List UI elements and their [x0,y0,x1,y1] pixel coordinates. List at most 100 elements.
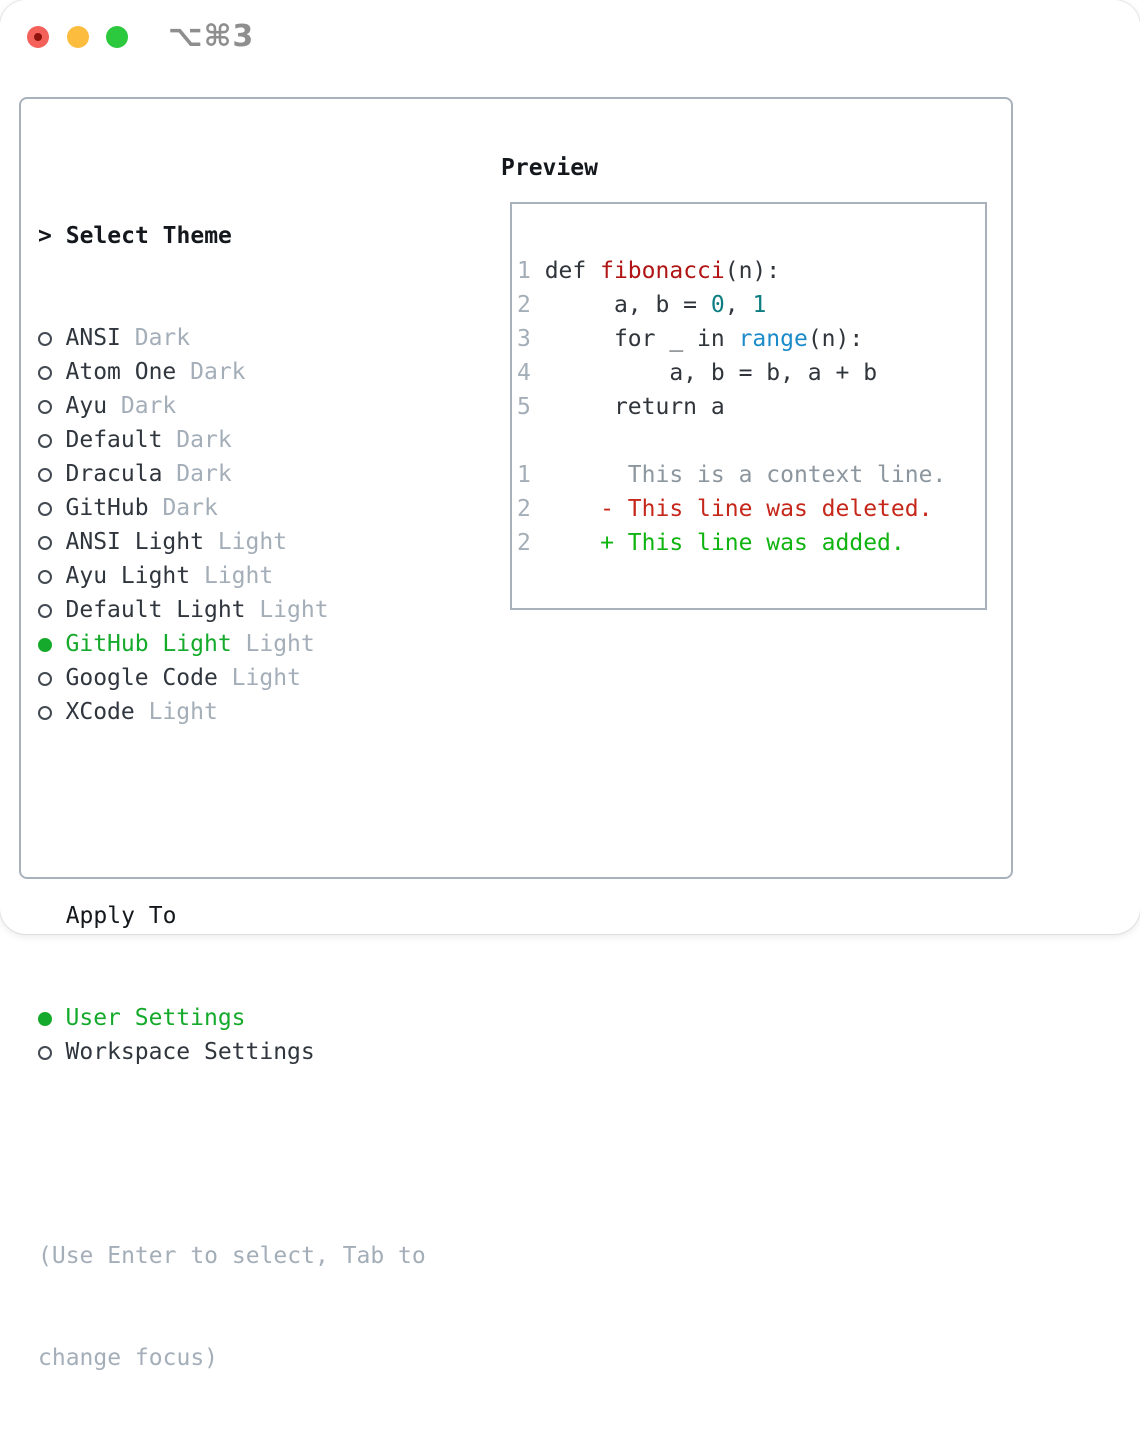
code-token: This is a context line. [530,462,947,488]
theme-name: GitHub [65,495,149,521]
theme-name: XCode [65,699,135,725]
theme-option[interactable]: GitHub Light Light [38,627,426,661]
hint-text-line2: change focus) [38,1345,219,1371]
line-number: 5 [517,394,531,420]
theme-name: Atom One [65,359,177,385]
code-content: + This line was added. [531,530,905,556]
theme-variant: Light [190,563,274,589]
theme-option[interactable]: User Settings [38,1001,426,1035]
code-token: 1 [752,292,767,318]
theme-variant: Light [134,699,218,725]
code-content: This is a context line. [530,462,947,488]
code-token: (n): [724,258,781,284]
line-number: 3 [517,326,531,352]
hint-text-line1: (Use Enter to select, Tab to [38,1243,426,1269]
code-token: - This line was deleted. [530,496,933,522]
theme-name: Default [65,427,163,453]
select-theme-title: Select Theme [65,223,232,249]
code-line: 1 def fibonacci(n): [517,254,979,288]
theme-name: Google Code [65,665,218,691]
select-theme-header: > Select Theme [38,219,426,253]
minimize-button[interactable] [67,26,89,48]
theme-variant: Light [231,631,315,657]
radio-icon [38,468,52,482]
apply-to-header: Apply To [38,899,426,933]
code-line: 1 This is a context line. [517,458,979,492]
spacer [38,797,426,831]
line-number: 1 [517,462,531,488]
theme-variant: Dark [162,461,232,487]
code-token: + This line was added. [530,530,905,556]
radio-icon [38,604,52,618]
theme-option[interactable]: Ayu Light Light [38,559,426,593]
theme-variant: Light [217,665,301,691]
theme-variant: Dark [107,393,177,419]
theme-option[interactable]: Google Code Light [38,661,426,695]
radio-icon [38,570,52,584]
theme-name: Ayu Light [65,563,191,589]
theme-name: Dracula [65,461,163,487]
theme-option[interactable]: ANSI Dark [38,321,426,355]
theme-option[interactable]: Dracula Dark [38,457,426,491]
line-number: 2 [517,496,531,522]
code-token: a, b = [530,292,711,318]
line-number: 2 [517,530,531,556]
spacer [38,1137,426,1171]
theme-variant: Dark [120,325,191,351]
line-number: 1 [517,258,531,284]
code-line [517,424,979,458]
code-line: 4 a, b = b, a + b [517,356,979,390]
theme-variant: Dark [148,495,218,521]
code-content: a, b = 0, 1 [531,292,766,318]
theme-option[interactable]: Default Dark [38,423,426,457]
code-line: 2 - This line was deleted. [517,492,979,526]
apply-to-title: Apply To [65,903,177,929]
code-line: 3 for _ in range(n): [517,322,979,356]
code-token: range [738,326,808,352]
theme-variant: Dark [176,359,246,385]
line-number: 2 [517,292,531,318]
radio-icon [38,536,52,550]
radio-icon [38,706,52,720]
radio-icon [38,1012,52,1026]
theme-option[interactable]: Ayu Dark [38,389,426,423]
code-token: fibonacci [600,258,725,284]
close-button[interactable] [27,26,49,48]
theme-name: Default Light [65,597,246,623]
radio-icon [38,366,52,380]
theme-option[interactable]: Workspace Settings [38,1035,426,1069]
theme-name: ANSI Light [65,529,204,555]
theme-option[interactable]: XCode Light [38,695,426,729]
code-token: (n): [807,326,864,352]
code-token: return a [530,394,725,420]
zoom-button[interactable] [106,26,128,48]
theme-option[interactable]: Default Light Light [38,593,426,627]
theme-option[interactable]: Atom One Dark [38,355,426,389]
radio-icon [38,400,52,414]
radio-icon [38,434,52,448]
radio-icon [38,332,52,346]
prompt-icon: > [38,223,52,249]
code-content: return a [531,394,725,420]
window-shortcut-label: ⌥⌘3 [168,19,255,54]
code-line: 5 return a [517,390,979,424]
theme-variant: Light [245,597,329,623]
code-token: 0 [710,292,725,318]
radio-icon [38,502,52,516]
code-content: def fibonacci(n): [531,258,780,284]
theme-option[interactable]: GitHub Dark [38,491,426,525]
code-token: for _ in [530,326,739,352]
theme-variant: Light [203,529,288,555]
radio-icon [38,672,52,686]
theme-name: User Settings [65,1005,246,1031]
code-token: , [724,292,753,318]
theme-name: Workspace Settings [65,1039,315,1065]
theme-option[interactable]: ANSI Light Light [38,525,426,559]
theme-name: GitHub Light [65,631,232,657]
